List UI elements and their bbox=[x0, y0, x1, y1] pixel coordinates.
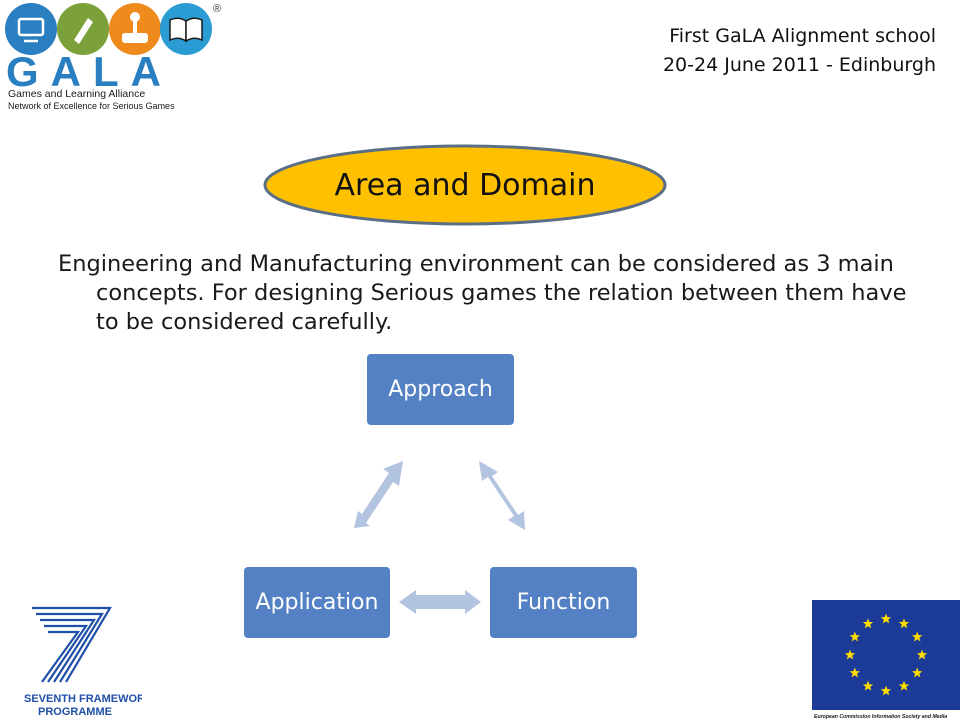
eu-star-icon bbox=[862, 618, 874, 629]
body-paragraph: Engineering and Manufacturing environmen… bbox=[58, 251, 907, 335]
gala-wordmark: GALA bbox=[6, 48, 173, 95]
event-header: First GaLA Alignment school 20-24 June 2… bbox=[616, 22, 936, 80]
fp7-line1: SEVENTH FRAMEWORK bbox=[24, 693, 142, 705]
node-application: Application bbox=[244, 567, 390, 638]
book-icon bbox=[169, 17, 203, 43]
double-arrow-right bbox=[479, 461, 525, 530]
pen-icon bbox=[74, 18, 93, 44]
node-approach: Approach bbox=[367, 354, 514, 425]
seven-icon bbox=[32, 606, 112, 683]
double-arrow-left bbox=[354, 461, 403, 528]
eu-star-icon bbox=[880, 613, 892, 624]
gala-logo: ® GALA Games and Learning Alliance Netwo… bbox=[5, 3, 221, 111]
event-name: First GaLA Alignment school bbox=[669, 25, 936, 47]
eu-star-icon bbox=[849, 631, 861, 642]
slide-title: Area and Domain bbox=[334, 167, 596, 203]
eu-logo: European Commission Information Society … bbox=[812, 600, 960, 720]
eu-star-icon bbox=[880, 685, 892, 696]
joystick-icon bbox=[122, 12, 148, 43]
title-oval bbox=[263, 144, 667, 226]
fp7-line2: PROGRAMME bbox=[38, 706, 112, 718]
gala-tagline: Games and Learning Alliance bbox=[8, 88, 145, 100]
double-arrow-bottom bbox=[399, 590, 481, 614]
eu-star-icon bbox=[911, 631, 923, 642]
eu-stars bbox=[844, 613, 928, 696]
eu-star-icon bbox=[898, 680, 910, 691]
computer-icon bbox=[17, 17, 45, 43]
fp7-logo: SEVENTH FRAMEWORK PROGRAMME bbox=[24, 606, 142, 718]
event-date-location: 20-24 June 2011 - Edinburgh bbox=[662, 54, 936, 76]
eu-star-icon bbox=[916, 649, 928, 660]
gala-subtagline: Network of Excellence for Serious Games bbox=[8, 101, 175, 111]
registered-mark: ® bbox=[213, 3, 221, 15]
computer-icon-circle bbox=[5, 3, 57, 55]
eu-star-icon bbox=[849, 667, 861, 678]
eu-star-icon bbox=[911, 667, 923, 678]
eu-caption: European Commission Information Society … bbox=[814, 714, 947, 720]
eu-star-icon bbox=[844, 649, 856, 660]
node-function: Function bbox=[490, 567, 637, 638]
eu-star-icon bbox=[898, 618, 910, 629]
eu-star-icon bbox=[862, 680, 874, 691]
